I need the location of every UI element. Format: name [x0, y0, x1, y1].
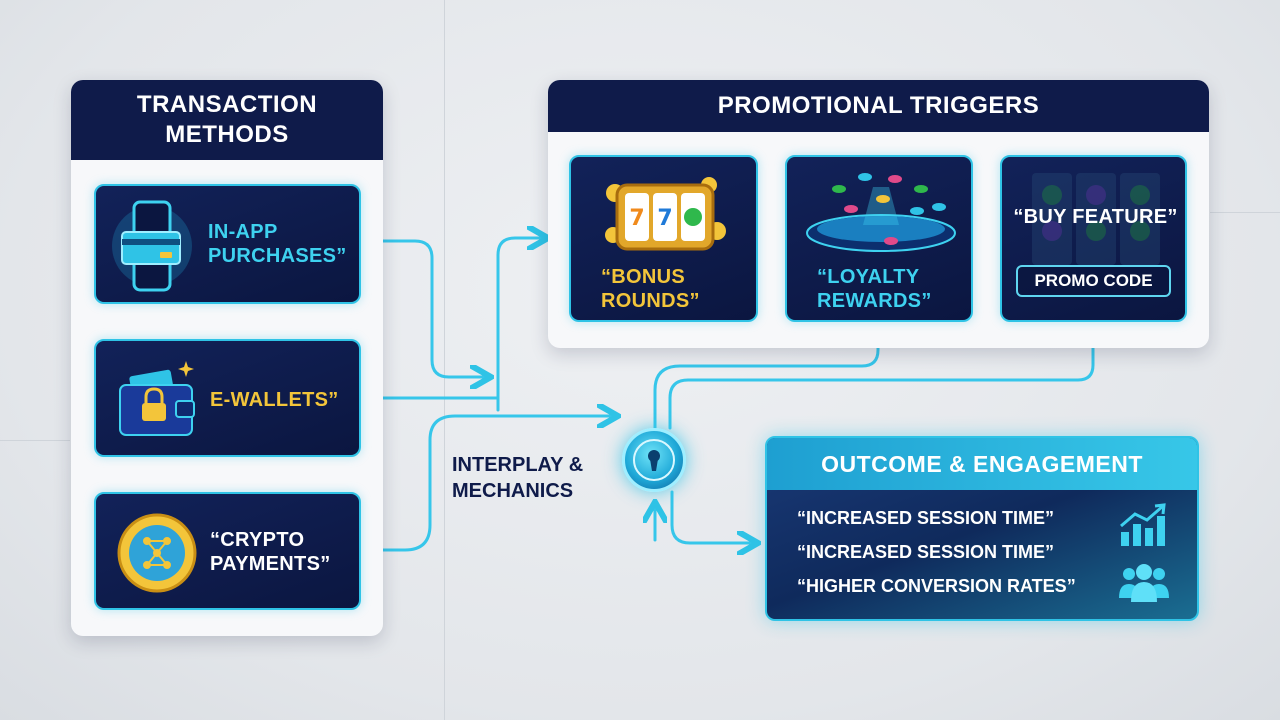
buy-feature-label: “BUY FEATURE”: [1013, 206, 1178, 228]
in-app-purchases-label: IN-APP PURCHASES”: [208, 221, 347, 267]
transaction-methods-title: TRANSACTION METHODS: [71, 80, 383, 160]
slot-machine-icon: 7 7: [605, 177, 726, 251]
growth-chart-icon: [1120, 503, 1166, 546]
slot-reels-icon: [1032, 173, 1160, 265]
promotional-triggers-title: PROMOTIONAL TRIGGERS: [548, 80, 1209, 132]
in-app-purchases-card[interactable]: IN-APP PURCHASES”: [94, 184, 361, 304]
wallet-lock-icon: [119, 361, 195, 436]
bonus-rounds-label: “BONUS ROUNDS”: [601, 266, 700, 312]
crypto-payments-card[interactable]: “CRYPTO PAYMENTS”: [94, 492, 361, 610]
arrow-up-to-promo: [496, 238, 545, 412]
outcome-engagement-panel: OUTCOME & ENGAGEMENT “INCREASED SESSION …: [765, 436, 1199, 621]
arrow-inapp: [368, 239, 488, 377]
e-wallets-label: E-WALLETS”: [210, 389, 339, 411]
interplay-mechanics-label: INTERPLAY & MECHANICS: [452, 454, 584, 502]
users-group-icon: [1119, 564, 1169, 602]
outcome-item: “INCREASED SESSION TIME”: [797, 508, 1055, 528]
keyhole-hub-icon[interactable]: [622, 428, 686, 492]
background-line: [444, 0, 445, 720]
e-wallets-card[interactable]: E-WALLETS”: [94, 339, 361, 457]
loyalty-rewards-label: “LOYALTY REWARDS”: [817, 266, 932, 312]
bonus-rounds-card[interactable]: 7 7 “BONUS ROUNDS”: [569, 155, 758, 322]
arrow-hub-outcome: [670, 490, 755, 543]
promo-code-button[interactable]: PROMO CODE: [1016, 265, 1171, 297]
outcome-engagement-title: OUTCOME & ENGAGEMENT: [767, 438, 1197, 490]
background-line: [0, 440, 70, 441]
background-line: [1210, 212, 1280, 213]
poker-table-chips-icon: [806, 173, 956, 252]
smartphone-card-icon: [112, 200, 192, 292]
svg-text:7: 7: [657, 206, 672, 231]
svg-text:7: 7: [629, 206, 644, 231]
loyalty-rewards-card[interactable]: “LOYALTY REWARDS”: [785, 155, 973, 322]
crypto-payments-label: “CRYPTO PAYMENTS”: [210, 529, 331, 575]
outcome-item: “HIGHER CONVERSION RATES”: [797, 576, 1076, 596]
crypto-coin-icon: [117, 513, 197, 593]
outcome-item: “INCREASED SESSION TIME”: [797, 542, 1055, 562]
